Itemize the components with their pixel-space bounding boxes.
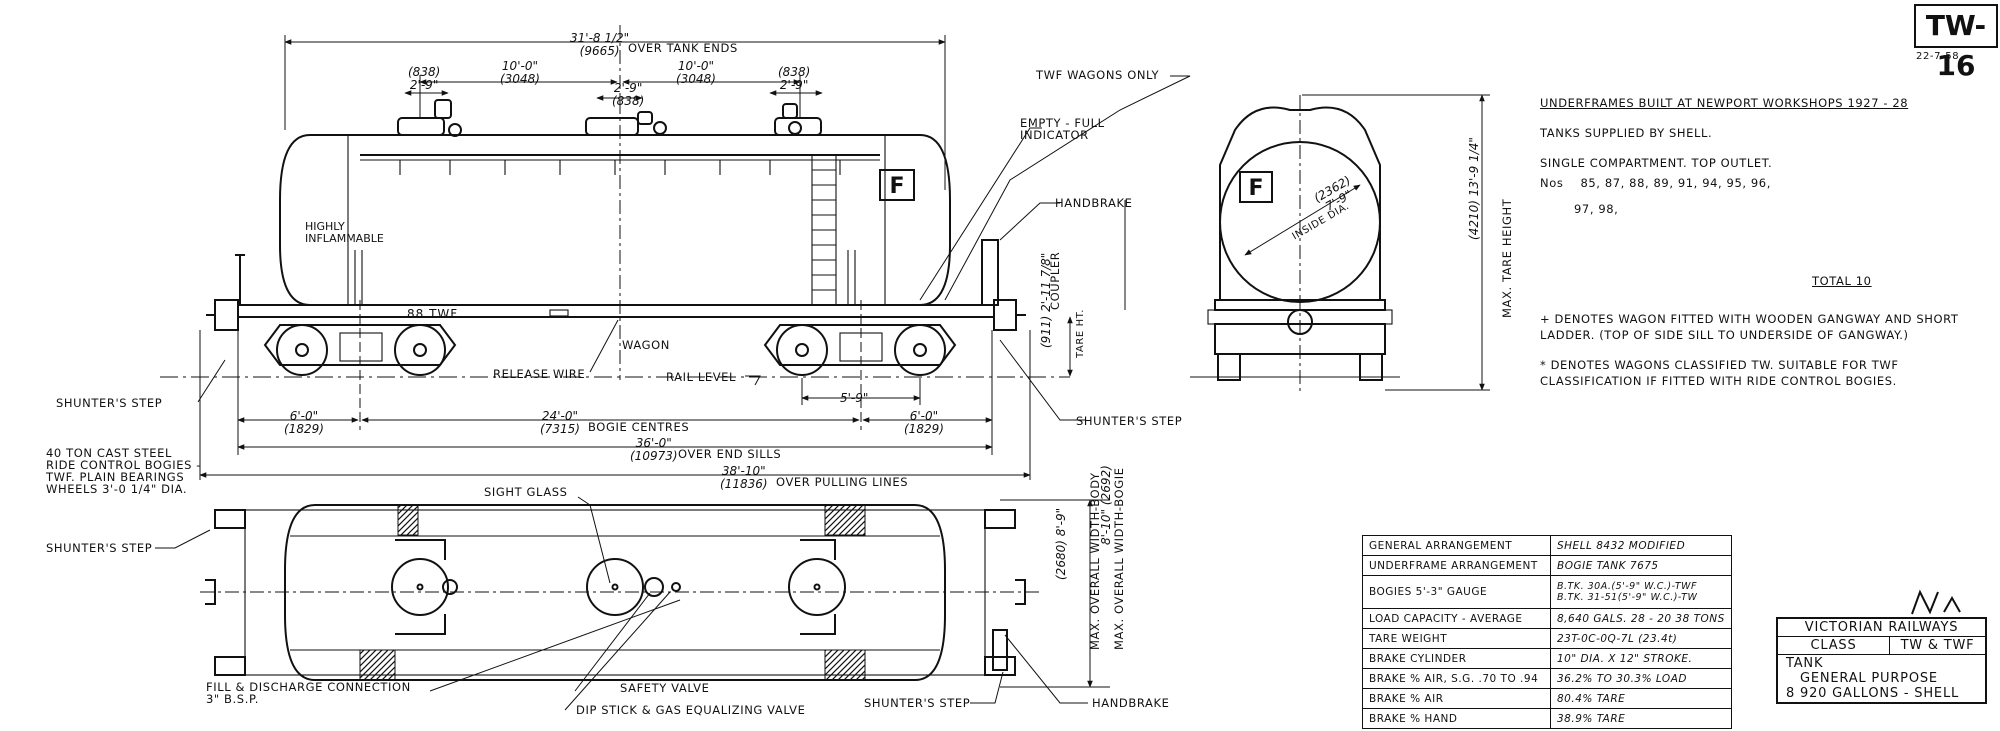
note-star-1: * DENOTES WAGONS CLASSIFIED TW. SUITABLE… <box>1540 358 1899 372</box>
callout-twf-only: TWF WAGONS ONLY <box>1036 68 1160 82</box>
underframe-sill <box>237 304 995 318</box>
dim-max-tare-height: (4210) 13'-9 1/4" <box>1467 137 1481 240</box>
dim-bogie-wheelbase: 5'-9" <box>840 391 869 405</box>
title-desc-3: 8 920 GALLONS - SHELL <box>1786 686 1960 701</box>
dim-dome-width-left: (838)2'-9" <box>408 65 441 92</box>
callout-handbrake-plan: HANDBRAKE <box>1092 696 1170 710</box>
label-max-tare-height: MAX. TARE HEIGHT <box>1500 198 1514 318</box>
callout-shunters-step-plan: SHUNTER'S STEP <box>46 541 153 555</box>
bogie-right <box>763 324 957 376</box>
callout-coupler: COUPLER <box>1048 251 1062 310</box>
label-over-tank-ends: OVER TANK ENDS <box>628 41 738 55</box>
ladder <box>811 155 837 305</box>
note-plus-1: + DENOTES WAGON FITTED WITH WOODEN GANGW… <box>1540 312 1959 326</box>
callout-dip-stick: DIP STICK & GAS EQUALIZING VALVE <box>576 703 806 717</box>
railway-name: VICTORIAN RAILWAYS <box>1778 619 1985 637</box>
dim-over-pulling-lines: 38'-10"(11836) <box>720 464 768 491</box>
dim-dome-width-right: (838)2'-9" <box>778 65 811 92</box>
callout-rail-level: RAIL LEVEL <box>666 370 737 384</box>
dim-dome-spacing-right: 10'-0"(3048) <box>676 59 716 86</box>
label-tare-height: TARE HT. <box>1075 308 1086 358</box>
note-built: UNDERFRAMES BUILT AT NEWPORT WORKSHOPS 1… <box>1540 96 1909 110</box>
note-star-2: CLASSIFICATION IF FITTED WITH RIDE CONTR… <box>1540 374 1897 388</box>
end-view-outline <box>1219 106 1381 301</box>
callout-wagon-cl: WAGON <box>622 338 670 352</box>
note-compartment: SINGLE COMPARTMENT. TOP OUTLET. <box>1540 156 1773 170</box>
dim-over-tank-ends: 31'-8 1/2"(9665) <box>570 31 630 58</box>
callout-shunters-step-left: SHUNTER'S STEP <box>56 396 163 410</box>
dim-overhang-right: 6'-0"(1829) <box>904 409 944 436</box>
notes-block: UNDERFRAMES BUILT AT NEWPORT WORKSHOPS 1… <box>1540 95 1990 389</box>
tank-end <box>1219 141 1381 303</box>
signature <box>1911 589 1961 615</box>
domes-side <box>397 99 822 137</box>
class-label: CLASS <box>1778 637 1890 654</box>
wagon-numbers-2: 97, 98, <box>1574 202 1619 216</box>
drawing-date: 22-7-58 <box>1916 51 1960 62</box>
title-desc-1: TANK <box>1786 656 1824 671</box>
callout-sight-glass: SIGHT GLASS <box>484 485 568 499</box>
dim-dome-spacing-left: 10'-0"(3048) <box>500 59 540 86</box>
placard-end: F <box>1248 176 1263 201</box>
end-gear-side <box>206 239 1026 331</box>
side-elevation: F 88 TWF HIGHLY INFLAMMABLE <box>160 25 1191 480</box>
placard-side: F <box>889 174 904 199</box>
plan-view <box>155 496 1110 711</box>
note-nos-label: Nos <box>1540 176 1564 190</box>
placard-side-frame <box>879 169 915 201</box>
tank-warning-1: HIGHLY <box>305 220 345 233</box>
label-width-bogie: MAX. OVERALL WIDTH-BOGIE <box>1112 467 1126 650</box>
label-bogie-centres: BOGIE CENTRES <box>588 420 690 434</box>
wagon-marking: 88 TWF <box>407 307 458 321</box>
wagon-numbers-1: 85, 87, 88, 89, 91, 94, 95, 96, <box>1580 176 1771 190</box>
bogie-left <box>263 324 457 376</box>
callout-shunters-step-right: SHUNTER'S STEP <box>1076 414 1183 428</box>
domes-plan <box>391 539 846 635</box>
dim-overhang-left: 6'-0"(1829) <box>284 409 324 436</box>
dim-over-end-sills: 36'-0"(10973) <box>630 436 678 463</box>
callout-safety-valve: SAFETY VALVE <box>620 681 710 695</box>
dim-dome-width-mid: 2'-9"(838) <box>612 81 645 108</box>
callout-handbrake-side: HANDBRAKE <box>1055 196 1133 210</box>
dim-bogie-centres: 24'-0"(7315) <box>540 409 580 436</box>
drawing-number: TW-16 <box>1914 4 1998 82</box>
note-total: TOTAL 10 <box>1812 274 1872 288</box>
label-over-pulling-lines: OVER PULLING LINES <box>776 475 909 489</box>
title-block: VICTORIAN RAILWAYS CLASS TW & TWF TANK G… <box>1776 617 1987 704</box>
note-plus-2: LADDER. (TOP OF SIDE SILL TO UNDERSIDE O… <box>1540 328 1909 342</box>
label-over-end-sills: OVER END SILLS <box>678 447 782 461</box>
tank-warning-2: INFLAMMABLE <box>305 232 384 245</box>
note-tanks: TANKS SUPPLIED BY SHELL. <box>1540 126 1713 140</box>
title-desc-2: GENERAL PURPOSE <box>1800 671 1938 686</box>
callout-shunters-step-bottom: SHUNTER'S STEP <box>864 696 971 710</box>
class-value: TW & TWF <box>1900 638 1975 653</box>
tank-body-plan <box>284 504 946 681</box>
callout-release-wire: RELEASE WIRE <box>493 367 586 381</box>
end-elevation: F <box>1190 94 1490 395</box>
dim-width-body: (2680) 8'-9" <box>1054 507 1068 580</box>
